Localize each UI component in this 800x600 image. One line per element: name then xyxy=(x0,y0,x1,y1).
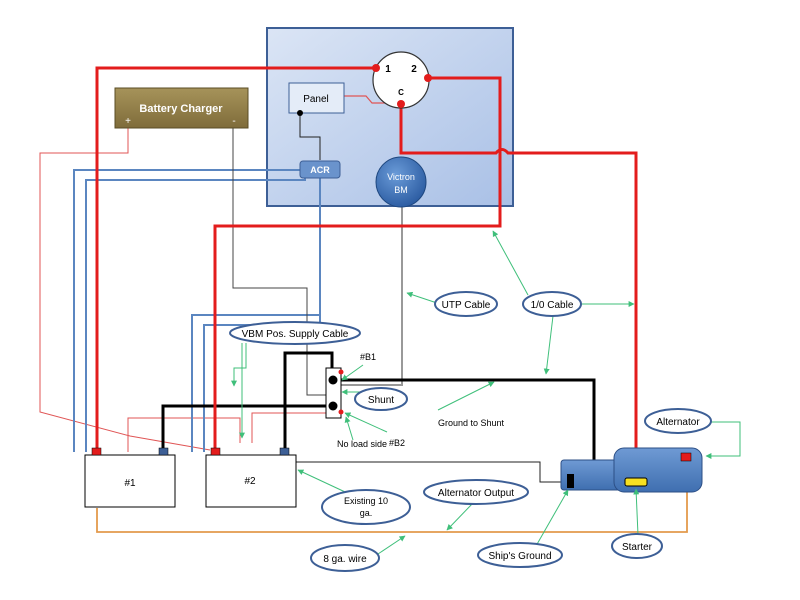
switch-common-label: C xyxy=(398,88,404,97)
shunt-b2-label: #B2 xyxy=(389,438,405,448)
panel-to-acr-wire xyxy=(299,113,321,160)
alternator-label: Alternator xyxy=(656,417,700,428)
charger-positive-wire xyxy=(39,125,211,451)
existing-10ga-label-line1: Existing 10 xyxy=(344,496,388,506)
eight-ga-wire-label: 8 ga. wire xyxy=(323,554,367,565)
b2-positive-cable xyxy=(213,76,502,452)
shunt-label: Shunt xyxy=(368,395,394,406)
b2-feed-wire xyxy=(127,417,241,452)
charger-minus-label: - xyxy=(232,116,235,127)
callout-alternator: Alternator xyxy=(644,408,712,434)
battery-switch: 1 2 C xyxy=(372,51,432,109)
callout-shunt: Shunt xyxy=(354,387,408,411)
vbm-pos-supply-label: VBM Pos. Supply Cable xyxy=(242,329,349,340)
victron-bm-monitor: Victron BM xyxy=(375,156,427,208)
switch-pos2-label: 2 xyxy=(411,64,417,75)
callout-alternator-output: Alternator Output xyxy=(423,479,529,505)
b1-positive-cable xyxy=(95,66,376,452)
utp-cable-wire xyxy=(340,205,403,386)
battery-charger: Battery Charger + - xyxy=(114,87,249,129)
callout-8ga-wire: 8 ga. wire xyxy=(310,544,380,572)
battery-charger-label: Battery Charger xyxy=(139,103,223,115)
callout-existing-10ga: Existing 10 ga. xyxy=(321,489,411,525)
utp-cable-label: UTP Cable xyxy=(442,300,491,311)
callout-vbm-pos-supply: VBM Pos. Supply Cable xyxy=(229,321,361,345)
ships-ground-label: Ship's Ground xyxy=(488,551,551,562)
alternator-output-wire xyxy=(96,460,688,533)
shunt-block: #B1 #B2 xyxy=(325,352,405,448)
charger-plus-label: + xyxy=(125,116,131,127)
battery-2: #2 xyxy=(205,447,297,508)
acr-loop-wire xyxy=(85,170,306,452)
starter-label: Starter xyxy=(622,542,653,553)
callout-l0-cable: 1/0 Cable xyxy=(522,291,582,317)
panel-box: Panel xyxy=(288,82,345,116)
callout-ships-ground: Ship's Ground xyxy=(477,542,563,568)
battery-1-label: #1 xyxy=(124,478,136,489)
panel-label: Panel xyxy=(303,94,329,105)
alternator-output-label: Alternator Output xyxy=(438,488,514,499)
b1-ground-cable xyxy=(161,404,332,452)
charger-negative-wire xyxy=(232,125,332,396)
victron-label-line1: Victron xyxy=(387,172,415,182)
ground-to-shunt-label: Ground to Shunt xyxy=(438,418,505,428)
switch-pos1-label: 1 xyxy=(385,64,391,75)
no-load-side-label: No load side xyxy=(337,439,387,449)
common-to-starter-cable xyxy=(399,108,638,478)
battery-1: #1 xyxy=(84,447,176,508)
victron-label-line2: BM xyxy=(394,185,408,195)
acr-right-wire xyxy=(191,178,321,452)
battery-2-label: #2 xyxy=(244,476,256,487)
l0-cable-label: 1/0 Cable xyxy=(531,300,574,311)
b2-ground-cable xyxy=(283,351,334,452)
engine-block xyxy=(560,447,703,493)
acr-label: ACR xyxy=(310,165,330,175)
acr-box: ACR xyxy=(299,160,341,179)
shunt-b1-label: #B1 xyxy=(360,352,376,362)
callout-starter: Starter xyxy=(611,533,663,559)
callout-arrows xyxy=(231,230,741,557)
acr-left-wire xyxy=(73,169,305,452)
switch-to-panel-wire xyxy=(344,95,395,104)
existing-10ga-label-line2: ga. xyxy=(360,508,373,518)
existing-10ga-wire xyxy=(284,452,570,483)
b2-sense-wire xyxy=(251,412,330,443)
callout-utp-cable: UTP Cable xyxy=(434,291,498,317)
